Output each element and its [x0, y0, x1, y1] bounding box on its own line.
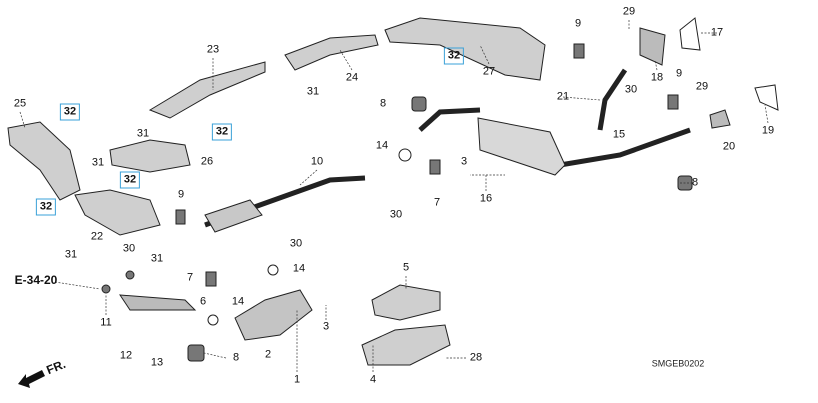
- callout-16[interactable]: 16: [479, 192, 493, 205]
- nut-30: [125, 270, 135, 280]
- bracket-18: [639, 27, 666, 66]
- heat-shield-26: [109, 139, 191, 173]
- callout-10[interactable]: 10: [310, 155, 324, 168]
- callout-6[interactable]: 6: [199, 295, 207, 308]
- callout-14[interactable]: 14: [375, 139, 389, 152]
- hanger-rubber-7: [429, 159, 441, 175]
- callout-9[interactable]: 9: [177, 188, 185, 201]
- hanger-rubber-9c: [667, 94, 679, 110]
- callout-23[interactable]: 23: [206, 43, 220, 56]
- drawing-code: SMGEB0202: [651, 358, 705, 369]
- callout-31[interactable]: 31: [150, 252, 164, 265]
- callout-7[interactable]: 7: [433, 196, 441, 209]
- heat-shield-4: [361, 324, 451, 366]
- gasket-14b: [267, 264, 279, 276]
- callout-4[interactable]: 4: [369, 373, 377, 386]
- converter-1: [234, 289, 313, 341]
- hanger-rubber-8: [411, 96, 427, 112]
- exhaust-pipe-21: [597, 68, 628, 131]
- callout-17[interactable]: 17: [710, 26, 724, 39]
- heat-shield-27: [384, 17, 546, 81]
- callout-8[interactable]: 8: [379, 97, 387, 110]
- callout-32[interactable]: 32: [443, 47, 465, 65]
- nut-11: [101, 284, 111, 294]
- callout-32[interactable]: 32: [211, 123, 233, 141]
- tailpipe: [559, 127, 691, 168]
- callout-15[interactable]: 15: [612, 128, 626, 141]
- callout-32[interactable]: 32: [119, 171, 141, 189]
- callout-32[interactable]: 32: [35, 198, 57, 216]
- callout-18[interactable]: 18: [650, 71, 664, 84]
- callout-14[interactable]: 14: [292, 262, 306, 275]
- callout-31[interactable]: 31: [136, 127, 150, 140]
- callout-31[interactable]: 31: [64, 248, 78, 261]
- bracket-17: [679, 17, 701, 51]
- callout-29[interactable]: 29: [622, 5, 636, 18]
- hanger-rubber-9b: [573, 43, 585, 59]
- heat-shield-23: [148, 61, 266, 119]
- callout-30[interactable]: 30: [289, 237, 303, 250]
- muffler-inlet: [418, 107, 481, 132]
- callout-19[interactable]: 19: [761, 124, 775, 137]
- callout-26[interactable]: 26: [200, 155, 214, 168]
- callout-12[interactable]: 12: [119, 349, 133, 362]
- callout-28[interactable]: 28: [469, 351, 483, 364]
- reference-link-e-34-20[interactable]: E-34-20: [14, 273, 58, 287]
- hanger-rubber-7b: [205, 271, 217, 287]
- muffler-16: [477, 117, 566, 176]
- callout-1[interactable]: 1: [293, 373, 301, 386]
- callout-21[interactable]: 21: [556, 90, 570, 103]
- callout-2[interactable]: 2: [264, 348, 272, 361]
- front-direction-arrow-icon: [18, 370, 45, 388]
- hanger-rubber-9: [175, 209, 186, 225]
- callout-29[interactable]: 29: [695, 80, 709, 93]
- heat-shield-24: [284, 34, 379, 71]
- bracket-19: [754, 84, 779, 111]
- callout-3[interactable]: 3: [322, 320, 330, 333]
- resonator: [204, 199, 263, 233]
- heat-shield-22: [74, 189, 161, 236]
- callout-3[interactable]: 3: [460, 155, 468, 168]
- callout-5[interactable]: 5: [402, 261, 410, 274]
- callout-9[interactable]: 9: [574, 17, 582, 30]
- callout-27[interactable]: 27: [482, 65, 496, 78]
- callout-8[interactable]: 8: [691, 176, 699, 189]
- callout-30[interactable]: 30: [122, 242, 136, 255]
- bracket-20: [709, 109, 731, 129]
- callout-32[interactable]: 32: [59, 103, 81, 121]
- callout-31[interactable]: 31: [306, 85, 320, 98]
- leader-lines: [19, 20, 769, 372]
- callout-24[interactable]: 24: [345, 71, 359, 84]
- callout-7[interactable]: 7: [186, 271, 194, 284]
- hanger-rubber-8c: [187, 344, 205, 362]
- callout-25[interactable]: 25: [13, 97, 27, 110]
- callout-14[interactable]: 14: [231, 295, 245, 308]
- callout-13[interactable]: 13: [150, 356, 164, 369]
- callout-31[interactable]: 31: [91, 156, 105, 169]
- callout-8[interactable]: 8: [232, 351, 240, 364]
- callout-30[interactable]: 30: [624, 83, 638, 96]
- gasket-14c: [398, 148, 412, 162]
- callout-11[interactable]: 11: [100, 316, 112, 329]
- heat-shield-5: [371, 284, 441, 321]
- callout-9[interactable]: 9: [675, 67, 683, 80]
- gasket-14: [207, 314, 219, 326]
- callout-20[interactable]: 20: [722, 140, 736, 153]
- callout-22[interactable]: 22: [90, 230, 104, 243]
- heat-shield-25: [7, 121, 81, 201]
- callout-30[interactable]: 30: [389, 208, 403, 221]
- front-pipe-6: [119, 294, 197, 311]
